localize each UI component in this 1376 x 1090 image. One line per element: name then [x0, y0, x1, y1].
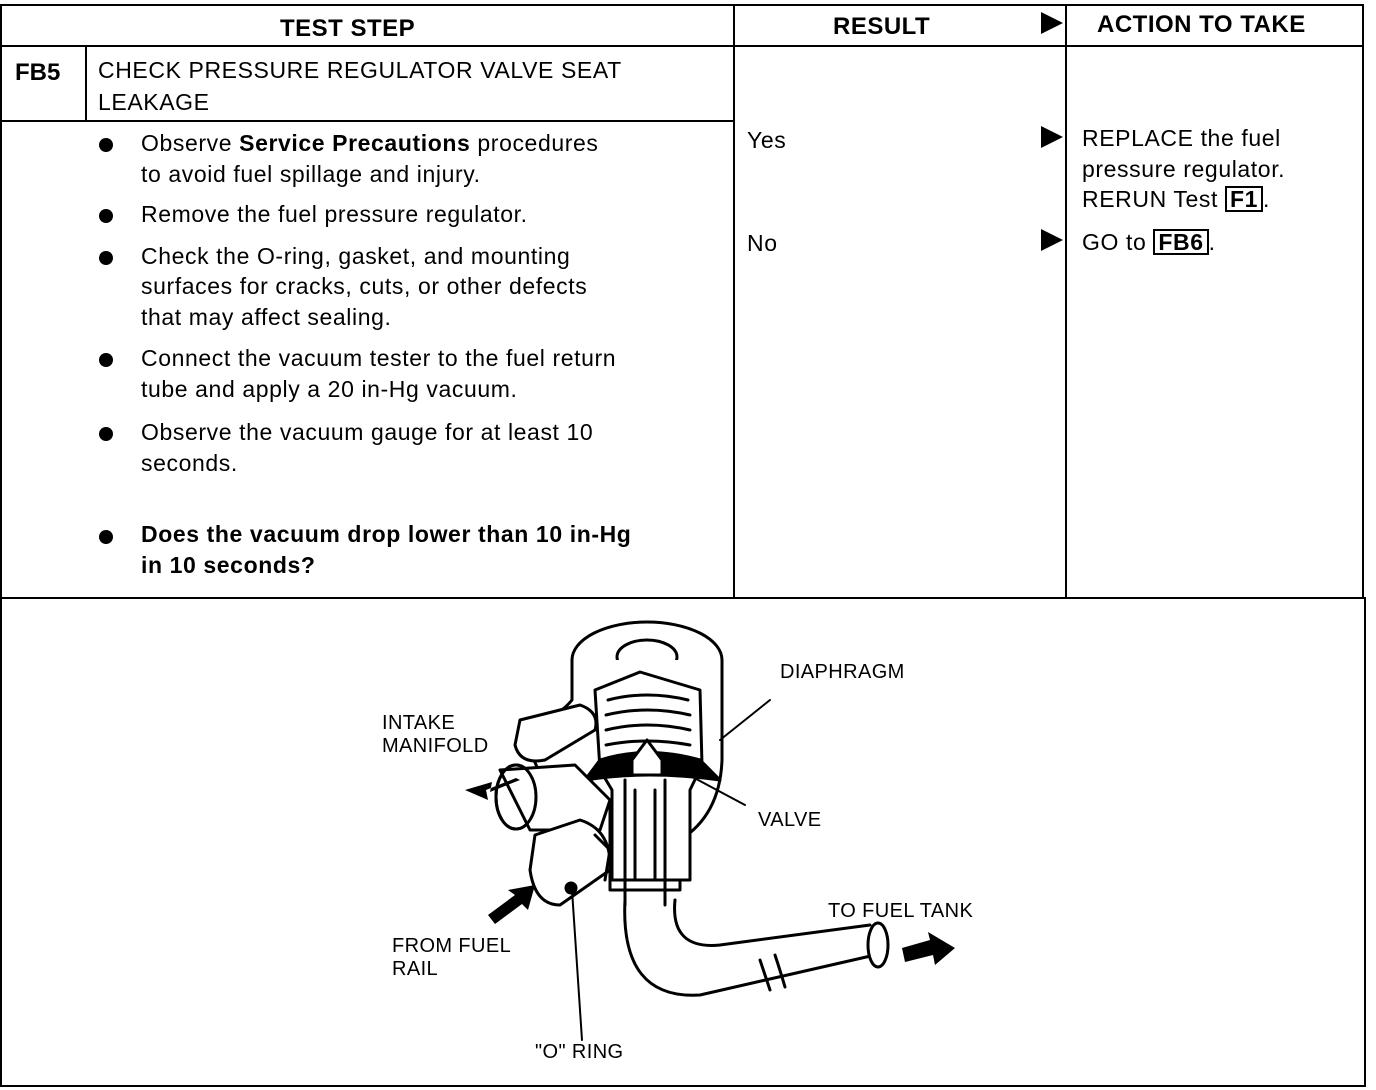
bullet-dot [99, 530, 113, 544]
valve-shape [630, 738, 664, 777]
bullet-5-line1: Observe the vacuum gauge for at least 10 [141, 419, 594, 445]
bullet-dot [99, 251, 113, 265]
action-yes-line1: REPLACE the fuel [1082, 125, 1281, 151]
bullet-5-line2: seconds. [141, 450, 238, 476]
bullet-4-line1: Connect the vacuum tester to the fuel re… [141, 345, 617, 371]
o-ring-leader-line [571, 889, 583, 1041]
header-bottom-border [0, 45, 1364, 47]
step-title-line1: CHECK PRESSURE REGULATOR VALVE SEAT [98, 57, 622, 83]
bullet-6-line1: Does the vacuum drop lower than 10 in-Hg [141, 521, 632, 547]
bullet-3-line2: surfaces for cracks, cuts, or other defe… [141, 273, 588, 299]
table-left-border [0, 4, 2, 1087]
figure-bottom-border [0, 1085, 1366, 1087]
manifold-port-end [494, 763, 538, 831]
bullet-2-line1: Remove the fuel pressure regulator. [141, 201, 528, 227]
bullet-dot [99, 138, 113, 152]
valve-leader-line [669, 764, 746, 806]
regulator-cap-top [570, 620, 724, 700]
label-intake-line1: INTAKE [382, 712, 456, 734]
figure-right-border [1364, 597, 1366, 1087]
bullet-1-line2: to avoid fuel spillage and injury. [141, 161, 481, 187]
action-column-divider [1065, 4, 1067, 599]
bullet-1-line1: Observe Service Precautions procedures [141, 130, 599, 156]
fuel-rail-inlet [528, 818, 612, 907]
diaphragm-shape [583, 751, 722, 782]
diaphragm-leader-line [719, 699, 771, 741]
action-no: GO to FB6. [1082, 229, 1216, 255]
intake-manifold-flow-arrow-icon [465, 778, 520, 800]
header-test-step: TEST STEP [280, 15, 416, 42]
mounting-flange [498, 763, 612, 832]
step-id: FB5 [15, 59, 61, 86]
bullet-4-line2: tube and apply a 20 in-Hg vacuum. [141, 376, 518, 402]
intake-manifold-port [513, 703, 598, 763]
label-to-fuel-tank: TO FUEL TANK [828, 900, 974, 922]
o-ring-marker [564, 881, 578, 895]
label-o-ring: "O" RING [535, 1041, 624, 1063]
step-id-divider [85, 45, 87, 122]
bullet-dot [99, 427, 113, 441]
label-valve: VALVE [758, 809, 822, 831]
bullet-3-line1: Check the O-ring, gasket, and mounting [141, 243, 571, 269]
regulator-cap-body [532, 658, 724, 892]
bullet-dot [99, 353, 113, 367]
result-no-arrow-icon [1041, 229, 1063, 251]
to-fuel-tank-flow-arrow-icon [902, 932, 955, 965]
label-from-fuel-line1: FROM FUEL [392, 935, 512, 957]
inner-tube [623, 778, 667, 907]
test-ref-f1: F1 [1224, 186, 1263, 212]
bullet-3-line3: that may affect sealing. [141, 304, 392, 330]
label-diaphragm: DIAPHRAGM [780, 661, 905, 683]
cutaway-section [593, 670, 704, 882]
header-result: RESULT [833, 13, 931, 40]
step-title-bottom-border [0, 120, 734, 122]
result-yes-arrow-icon [1041, 126, 1063, 148]
action-yes-line3: RERUN Test F1. [1082, 186, 1270, 212]
table-right-border [1362, 4, 1364, 599]
regulator-cap-inner [615, 638, 679, 676]
result-yes: Yes [747, 127, 787, 153]
header-action: ACTION TO TAKE [1097, 11, 1306, 38]
bullet-6-line2: in 10 seconds? [141, 552, 316, 578]
test-ref-fb6: FB6 [1153, 229, 1209, 255]
label-from-fuel-line2: RAIL [392, 958, 439, 980]
return-tube-end [866, 921, 890, 969]
bullet-dot [99, 209, 113, 223]
header-arrow-icon [1041, 12, 1063, 34]
step-title-line2: LEAKAGE [98, 89, 210, 115]
result-no: No [747, 230, 778, 256]
table-top-border [0, 4, 1364, 6]
label-intake-line2: MANIFOLD [382, 735, 489, 757]
table-bottom-border [0, 597, 1366, 599]
from-fuel-rail-flow-arrow-icon [488, 885, 535, 924]
result-column-divider [733, 4, 735, 599]
action-yes-line2: pressure regulator. [1082, 156, 1286, 182]
spring-coils [604, 693, 692, 747]
